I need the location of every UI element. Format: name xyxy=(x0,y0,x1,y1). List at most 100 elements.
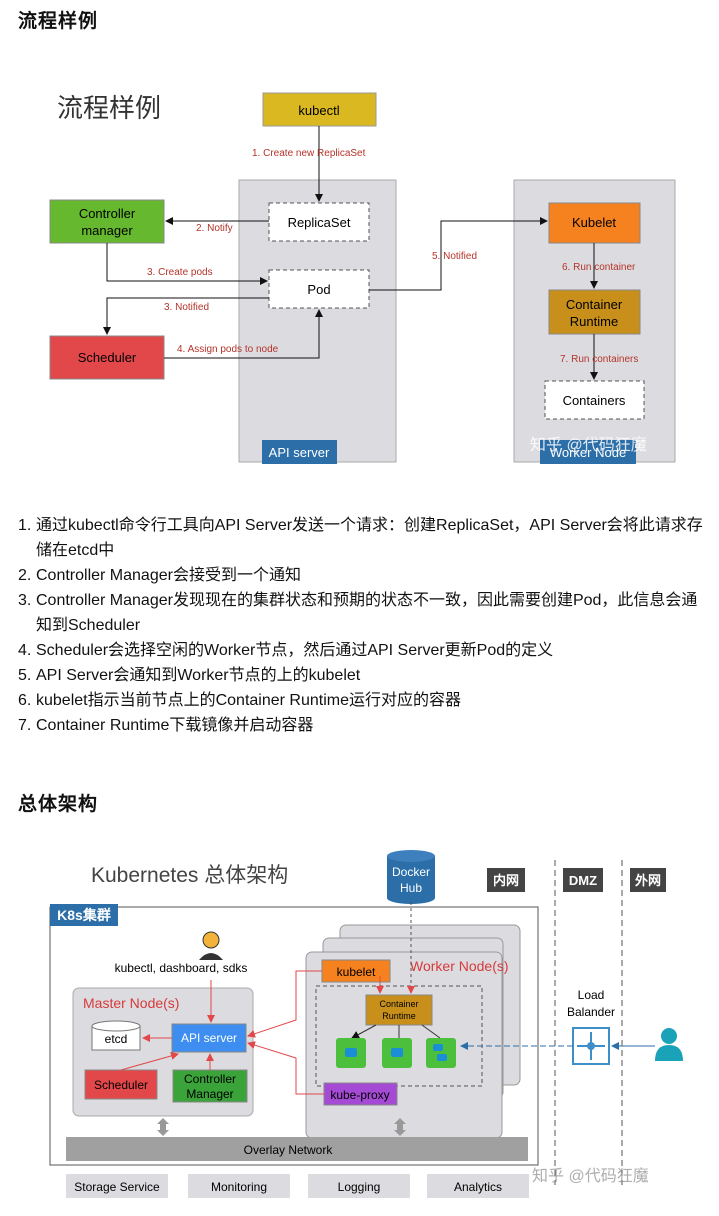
flow-watermark: 知乎 @代码狂魔 xyxy=(530,436,647,454)
etcd-label: etcd xyxy=(105,1032,128,1046)
etcd-store: etcd xyxy=(91,1020,141,1051)
cluster-label: K8s集群 xyxy=(57,907,111,923)
edge-3a-label: 3. Create pods xyxy=(147,267,213,278)
step-item: 4.Scheduler会选择空闲的Worker节点，然后通过API Server… xyxy=(18,642,554,659)
edge-3a xyxy=(106,243,268,285)
master-node-label: Master Node(s) xyxy=(83,995,179,1011)
overlay-network-label: Overlay Network xyxy=(244,1143,334,1157)
edge-3b-label: 3. Notified xyxy=(164,302,209,313)
service-storage xyxy=(66,1174,168,1198)
kubectl-label: kubectl xyxy=(298,103,339,118)
connector-master-overlay xyxy=(157,1118,169,1136)
zone-inner-tag xyxy=(487,868,525,892)
kubelet-label: kubelet xyxy=(337,965,376,979)
step-item: 2.Controller Manager会接受到一个通知 xyxy=(18,567,301,584)
cluster-frame xyxy=(49,906,539,1166)
arrow-kubelet-api xyxy=(247,970,322,1038)
zone-inner-label: 内网 xyxy=(493,873,519,888)
section-heading-architecture: 总体架构 xyxy=(18,794,99,815)
pod-icon-1 xyxy=(336,1038,366,1068)
edge-5-label: 5. Notified xyxy=(432,251,477,262)
containers-box xyxy=(544,380,645,420)
step-item: 3.Controller Manager发现现在的集群状态和预期的状态不一致，因… xyxy=(18,592,698,634)
lb-label-2: Balander xyxy=(567,1005,615,1019)
worker-node-label: Worker Node(s) xyxy=(410,958,509,974)
arrow-proxy-api xyxy=(247,1041,324,1095)
arch-title: Kubernetes 总体架构 xyxy=(91,864,288,887)
docker-hub-label-2: Hub xyxy=(400,881,422,895)
docker-hub: Docker Hub xyxy=(387,850,435,904)
arrow-scheduler-api xyxy=(120,1052,179,1071)
controller-label-1: Controller xyxy=(184,1072,236,1086)
zone-dmz-label: DMZ xyxy=(569,873,597,888)
flow-title: 流程样例 xyxy=(57,93,161,123)
edge-4-label: 4. Assign pods to node xyxy=(177,344,279,355)
edge-2-label: 2. Notify xyxy=(196,223,233,234)
pod-label: Pod xyxy=(307,282,330,297)
arch-watermark: 知乎 @代码狂魔 xyxy=(532,1167,649,1185)
clients-label: kubectl, dashboard, sdks xyxy=(115,961,248,975)
api-server-box xyxy=(171,1023,247,1053)
service-monitoring xyxy=(188,1174,290,1198)
worker-node-label: Worker Node xyxy=(550,445,626,460)
kube-proxy-label: kube-proxy xyxy=(330,1088,389,1102)
edge-3b xyxy=(103,297,269,335)
replicaset-label: ReplicaSet xyxy=(288,215,351,230)
controller-manager-box xyxy=(49,199,165,244)
edge-5 xyxy=(369,217,548,291)
overlay-network-bar xyxy=(66,1137,528,1161)
pod-box xyxy=(268,269,370,309)
scheduler-box xyxy=(84,1069,158,1100)
replicaset-box xyxy=(268,202,370,242)
service-logging xyxy=(308,1174,410,1198)
pod-icon-3 xyxy=(426,1038,456,1068)
service-storage-label: Storage Service xyxy=(74,1180,160,1194)
runtime-label-1: Container xyxy=(566,297,623,312)
edge-6-label: 6. Run container xyxy=(562,262,636,273)
arrow-runtime-pod-1 xyxy=(351,1024,377,1039)
zone-outer-label: 外网 xyxy=(634,873,661,888)
step-item: 6.kubelet指示当前节点上的Container Runtime运行对应的容… xyxy=(18,692,461,709)
controller-manager-box xyxy=(172,1069,248,1103)
user-icon xyxy=(199,931,223,960)
scheduler-box xyxy=(49,335,165,380)
runtime-label-2: Runtime xyxy=(382,1011,416,1021)
docker-hub-label-1: Docker xyxy=(392,865,430,879)
load-balancer-icon xyxy=(572,1027,610,1065)
service-analytics-label: Analytics xyxy=(454,1180,502,1194)
lb-label-1: Load xyxy=(578,988,605,1002)
service-monitoring-label: Monitoring xyxy=(211,1180,267,1194)
edge-4 xyxy=(164,309,323,359)
step-item: 1.通过kubectl命令行工具向API Server发送一个请求：创建Repl… xyxy=(18,517,703,559)
edge-7-label: 7. Run containers xyxy=(560,354,638,365)
kubelet-label: Kubelet xyxy=(572,215,616,230)
arrow-runtime-pod-3 xyxy=(421,1024,441,1039)
worker-node-tag xyxy=(540,440,636,464)
step-item: 7.Container Runtime下载镜像并启动容器 xyxy=(18,717,314,734)
api-server-label: API server xyxy=(181,1031,237,1045)
section-heading-flow: 流程样例 xyxy=(18,11,99,32)
controller-label-2: Manager xyxy=(186,1087,233,1101)
step-item: 5.API Server会通知到Worker节点的上的kubelet xyxy=(18,667,361,684)
api-server-tag xyxy=(262,440,337,464)
zone-outer-tag xyxy=(630,868,666,892)
scheduler-label: Scheduler xyxy=(78,350,137,365)
flow-diagram: 流程样例 API server Worker Node kubectl Repl… xyxy=(49,92,676,464)
service-analytics xyxy=(427,1174,529,1198)
scheduler-label: Scheduler xyxy=(94,1078,148,1092)
runtime-label-2: Runtime xyxy=(570,314,618,329)
cluster-tag xyxy=(50,904,118,926)
kubectl-box xyxy=(262,92,377,127)
pod-icon-2 xyxy=(382,1038,412,1068)
controller-label-1: Controller xyxy=(79,206,136,221)
external-user-icon xyxy=(655,1028,683,1061)
connector-worker-overlay xyxy=(394,1118,406,1136)
service-logging-label: Logging xyxy=(338,1180,381,1194)
architecture-diagram: Kubernetes 总体架构 内网 DMZ 外网 Docker Hub K8s… xyxy=(49,850,683,1198)
api-server-label: API server xyxy=(269,445,330,460)
runtime-label-1: Container xyxy=(379,999,418,1009)
steps-list: 1.通过kubectl命令行工具向API Server发送一个请求：创建Repl… xyxy=(18,513,708,738)
zone-dmz-tag xyxy=(563,868,603,892)
containers-label: Containers xyxy=(563,393,626,408)
edge-1-label: 1. Create new ReplicaSet xyxy=(252,148,366,159)
